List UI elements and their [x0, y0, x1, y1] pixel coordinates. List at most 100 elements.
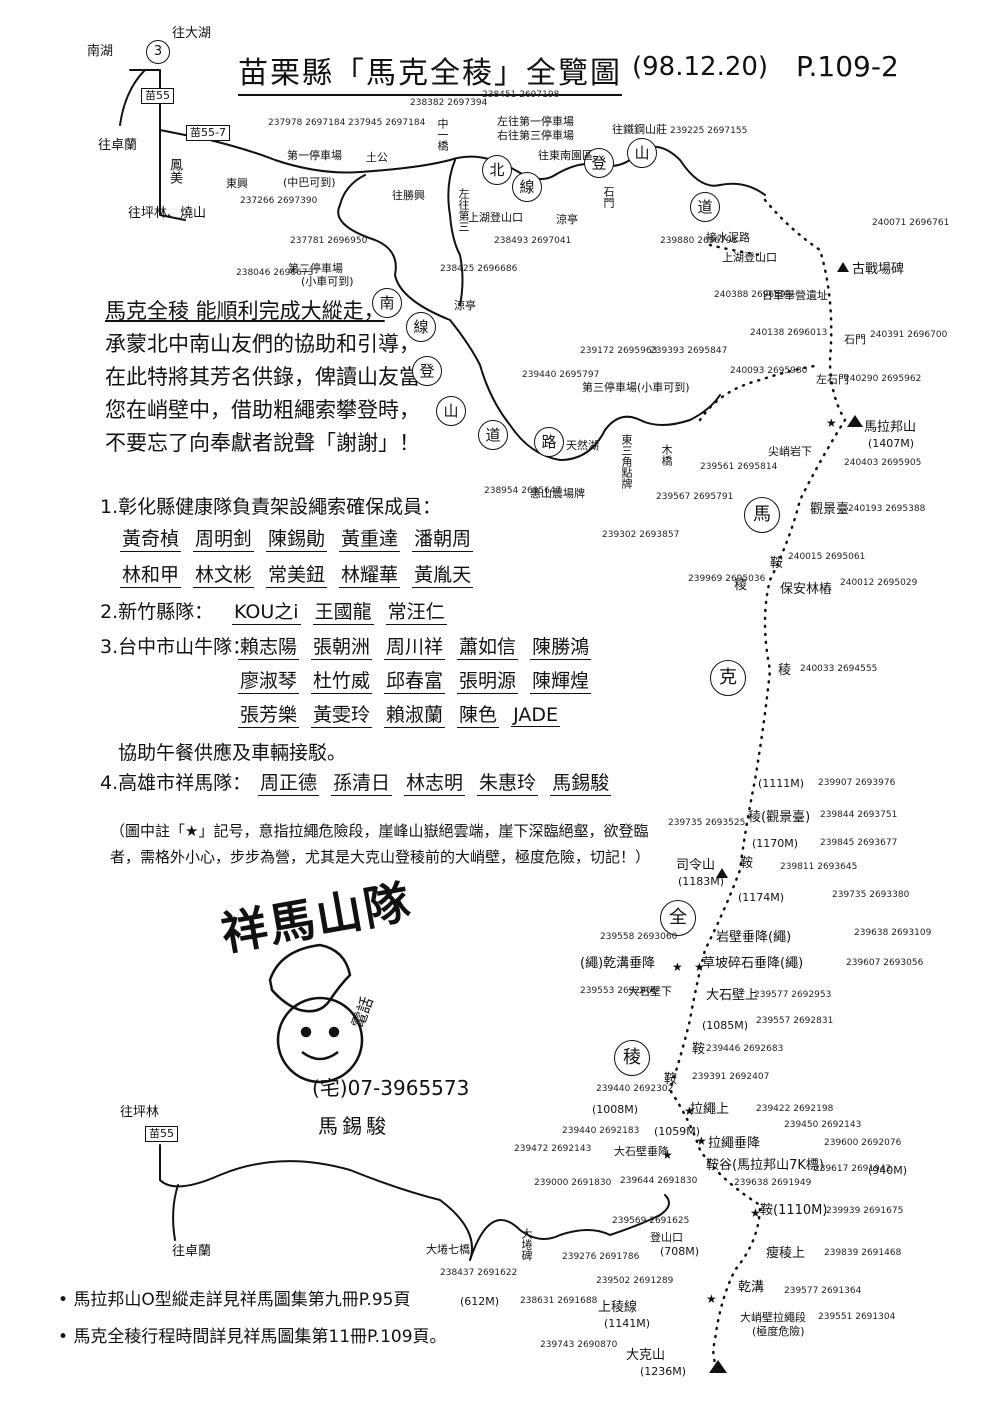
coordinate: 237945 2697184: [348, 118, 426, 128]
place-label: 拉繩上: [690, 1102, 730, 1117]
peak-marker-guzhan: [837, 262, 849, 272]
coordinate: 239577 2691364: [784, 1286, 862, 1296]
place-label: 大埢碑: [520, 1228, 533, 1261]
team-members: 賴志陽張朝洲周川祥蕭如信陳勝鴻: [238, 632, 603, 660]
team-label: 3.台中市山牛隊：: [100, 636, 252, 658]
coordinate: 239567 2695791: [656, 492, 734, 502]
coordinate: 239551 2691304: [818, 1312, 896, 1322]
road-bottom: [159, 1144, 670, 1261]
team-members: 林和甲林文彬常美鈕林耀華黃胤天: [120, 560, 485, 588]
member-name: 周川祥: [384, 632, 446, 660]
member-name: KOU之i: [232, 597, 301, 625]
place-label: (中巴可到): [283, 176, 336, 189]
coordinate: 238451 2697198: [482, 90, 560, 100]
place-label: 尖峭岩下: [768, 445, 812, 458]
road-main: [159, 129, 766, 196]
place-label: 鞍(1110M): [760, 1203, 828, 1218]
route-circle: 線: [512, 172, 542, 202]
member-name: 陳錫勛: [266, 524, 328, 552]
phone-number: (宅)07-3965573: [312, 1076, 470, 1100]
place-label: 往坪林: [120, 1105, 160, 1120]
place-label: (1407M): [868, 437, 915, 450]
coordinate: 240012 2695029: [840, 578, 918, 588]
member-name: 常汪仁: [385, 597, 447, 625]
coordinate: 239450 2692143: [784, 1120, 862, 1130]
team-label: 2.新竹縣隊：: [100, 601, 214, 623]
road-sign-3: 3: [146, 40, 170, 64]
coordinate: 237266 2697390: [240, 196, 318, 206]
place-label: 草坡碎石垂降(繩): [702, 956, 804, 971]
route-circle: 克: [710, 660, 746, 696]
road-sign-miao55-bottom: 苗55: [145, 1126, 178, 1142]
coordinate: 239607 2693056: [846, 958, 924, 968]
member-name: 林耀華: [339, 560, 401, 588]
coordinate: 238382 2697394: [410, 98, 488, 108]
place-label: 往東南園區: [538, 149, 593, 162]
member-name: 孫清日: [331, 768, 393, 796]
danger-star-icon: ★: [672, 960, 683, 974]
coordinate: 240015 2695061: [788, 552, 866, 562]
place-label: 大埢七橋: [426, 1243, 470, 1256]
member-name: 林和甲: [120, 560, 182, 588]
place-label: 稜: [734, 578, 748, 593]
coordinate: 239422 2692198: [756, 1104, 834, 1114]
coordinate: 239811 2693645: [780, 862, 858, 872]
place-label: (1174M): [738, 891, 785, 904]
coordinate: 239502 2691289: [596, 1276, 674, 1286]
member-name: 賴淑蘭: [384, 700, 446, 728]
place-label: 往鐵鋼山莊: [612, 123, 667, 136]
member-name: 朱惠玲: [477, 768, 539, 796]
place-label: 上湖登山口: [468, 211, 523, 224]
place-label: 往卓蘭: [172, 1244, 212, 1259]
place-label: 乾溝: [738, 1280, 765, 1295]
coordinate: 240391 2696700: [870, 330, 948, 340]
coordinate: 239844 2693751: [820, 810, 898, 820]
coordinate: 238425 2696686: [440, 264, 518, 274]
member-name: 潘朝周: [412, 524, 474, 552]
coordinate: 238954 2695647: [484, 486, 562, 496]
place-label: 上稜線: [598, 1300, 638, 1315]
coordinate: 239617 2691942: [814, 1164, 892, 1174]
place-label: 鞍: [692, 1042, 706, 1057]
place-label: 大克山: [626, 1348, 666, 1363]
place-label: (1183M): [678, 875, 725, 888]
coordinate: 240093 2695980: [730, 366, 808, 376]
danger-star-icon: ★: [750, 1206, 761, 1220]
place-label: 鞍: [664, 1072, 678, 1087]
route-circle: 全: [660, 900, 696, 936]
danger-star-icon: ★: [694, 960, 705, 974]
coordinate: 239735 2693525: [668, 818, 746, 828]
coordinate: 239391 2692407: [692, 1072, 770, 1082]
road-side: [447, 159, 464, 306]
place-label: 石門: [844, 333, 866, 346]
place-label: (1008M): [592, 1103, 639, 1116]
danger-star-icon: ★: [662, 1148, 673, 1162]
place-label: 左往第一停車場: [497, 115, 574, 128]
road-sign-miao55: 苗55: [141, 88, 174, 104]
coordinate: 240403 2695905: [844, 458, 922, 468]
danger-star-icon: ★: [696, 1134, 707, 1148]
place-label: 往大湖: [172, 26, 212, 41]
place-label: 木橋: [660, 444, 673, 466]
member-name: 周明釗: [193, 524, 255, 552]
place-label: (1085M): [702, 1019, 749, 1032]
member-name: 黃胤天: [412, 560, 474, 588]
place-label: 南湖: [87, 44, 114, 59]
thanks-line: 在此特將其芳名供錄，俾讀山友當: [105, 365, 420, 389]
member-name: 廖淑琴: [238, 666, 300, 694]
place-label: 鞍: [740, 856, 754, 871]
coordinate: 239553 2692966: [580, 986, 658, 996]
place-label: (1111M): [758, 777, 805, 790]
coordinate: 239172 2695963: [580, 346, 658, 356]
place-label: 稜(觀景臺): [748, 810, 811, 825]
member-name: 張明源: [457, 666, 519, 694]
place-label: 左往第三: [457, 188, 470, 232]
place-label: 涼亭: [556, 213, 578, 226]
peak-marker-malabang: [847, 415, 863, 427]
coordinate: 238493 2697041: [494, 236, 572, 246]
coordinate: 240290 2695962: [844, 374, 922, 384]
map-date: (98.12.20): [632, 52, 769, 82]
team-label: 1.彰化縣健康隊負責架設繩索確保成員：: [100, 496, 442, 518]
danger-star-icon: ★: [706, 1292, 717, 1306]
coordinate: 239558 2693060: [600, 932, 678, 942]
